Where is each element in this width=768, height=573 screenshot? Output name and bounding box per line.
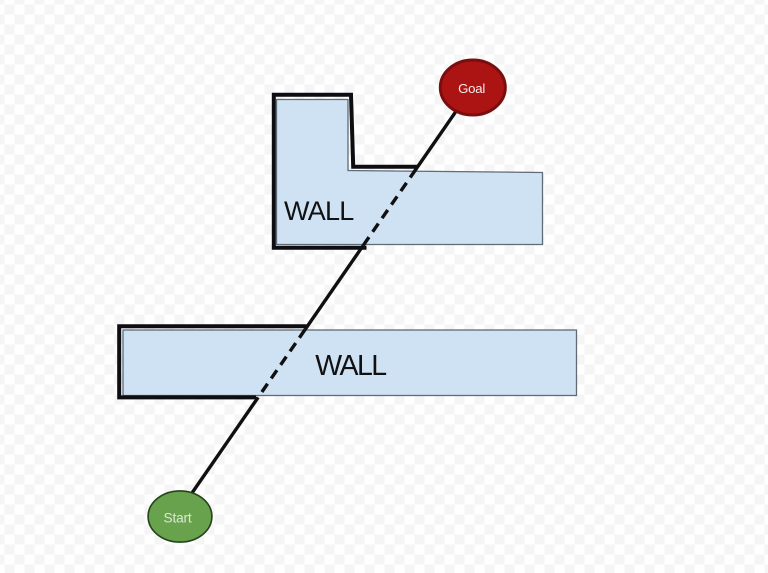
svg-text:Start: Start [164,511,192,526]
svg-text:WALL: WALL [284,196,354,226]
svg-text:WALL: WALL [315,350,386,382]
svg-text:Goal: Goal [458,81,485,96]
